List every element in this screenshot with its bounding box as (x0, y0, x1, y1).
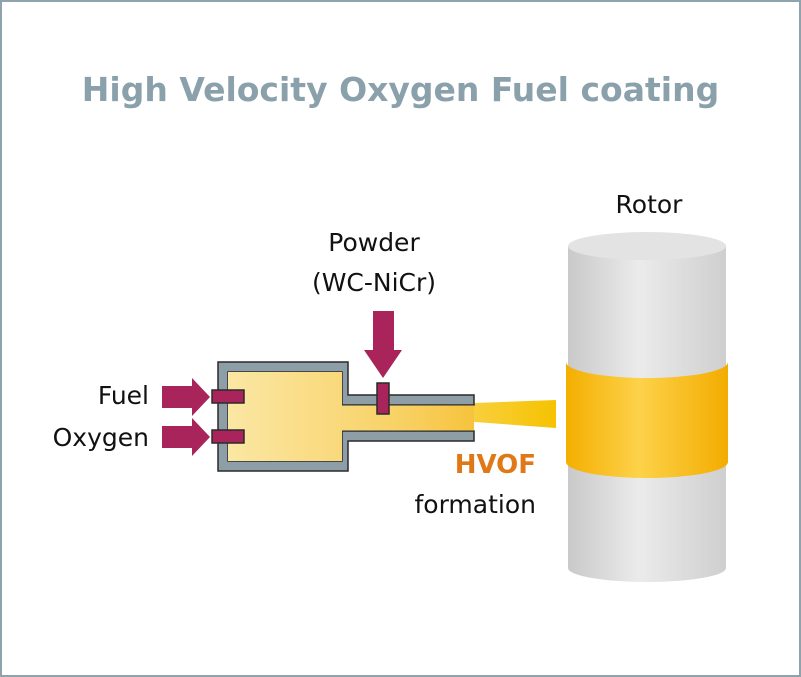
oxygen-label: Oxygen (52, 423, 149, 452)
powder-label: Powder (328, 228, 420, 257)
fuel-nozzle (211, 389, 245, 404)
powder-injector (376, 382, 390, 415)
oxygen-inlet-arrow (162, 418, 210, 456)
coating-band (566, 362, 728, 478)
formation-label: formation (414, 490, 537, 519)
right-arrow-icon (162, 378, 210, 416)
right-arrow-icon (162, 418, 210, 456)
oxygen-nozzle (211, 429, 245, 444)
down-arrow-icon (364, 311, 402, 378)
powder-material-label: (WC-NiCr) (311, 268, 437, 297)
combustion-chamber (228, 372, 474, 461)
diagram-title: High Velocity Oxygen Fuel coating (81, 70, 720, 109)
powder-feed-arrow (364, 311, 402, 378)
fuel-inlet-arrow (162, 378, 210, 416)
hvof-label: HVOF (454, 450, 536, 480)
fuel-label: Fuel (97, 381, 149, 410)
rotor-label: Rotor (615, 190, 683, 219)
